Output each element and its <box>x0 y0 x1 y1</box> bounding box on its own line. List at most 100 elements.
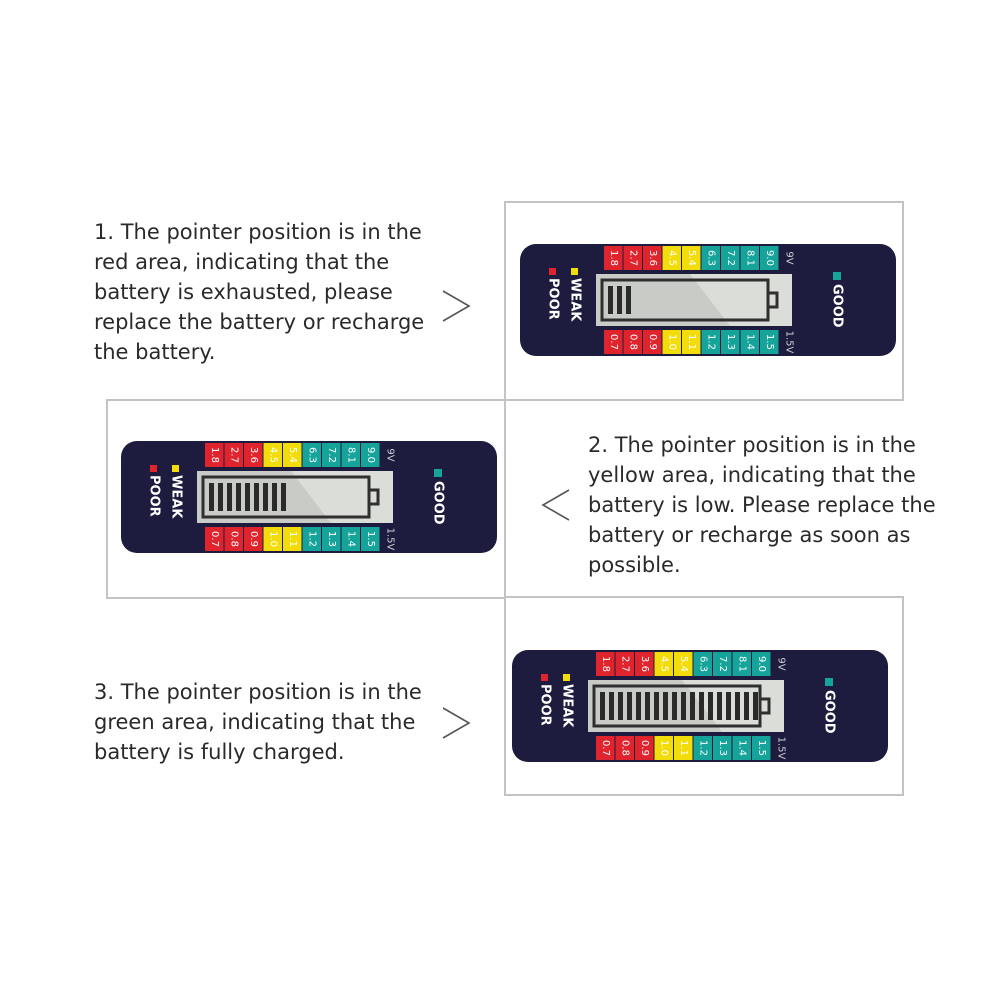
scale-label-bottom: 1.1 <box>686 334 697 350</box>
scale-label-top: 2.7 <box>619 656 630 672</box>
scale-label-bottom: 0.7 <box>608 334 619 350</box>
step-3-line: battery is fully charged. <box>94 740 345 764</box>
charge-bar <box>681 692 686 720</box>
scale-label-top: 1.8 <box>608 250 619 266</box>
scale-cell-bottom <box>341 527 360 551</box>
scale-label-top: 5.4 <box>678 656 689 672</box>
scale-label-top: 1.8 <box>600 656 611 672</box>
scale-cell-top <box>263 443 282 467</box>
charge-bar <box>654 692 659 720</box>
charge-bar <box>663 692 668 720</box>
scale-cell-top <box>244 443 263 467</box>
scale-cell-bottom <box>654 736 673 760</box>
charge-bar <box>218 483 223 511</box>
charge-bar <box>272 483 277 511</box>
weak-label: WEAK <box>568 278 583 322</box>
scale-label-bottom: 1.1 <box>287 531 298 547</box>
step-3-line: green area, indicating that the <box>94 710 416 734</box>
scale-cell-bottom <box>623 330 642 354</box>
scale-label-bottom: 1.3 <box>326 531 337 547</box>
scale-label-top: 8.1 <box>736 656 747 672</box>
scale-cell-bottom <box>263 527 282 551</box>
step-1-line: battery is exhausted, please <box>94 280 393 304</box>
scale-cell-top <box>643 246 662 270</box>
good-label: GOOD <box>431 481 446 525</box>
scale-cell-bottom <box>740 330 759 354</box>
step-2-line: 2. The pointer position is in the <box>588 433 916 457</box>
scale-label-bottom: 1.0 <box>666 334 677 350</box>
scale-label-top: 3.6 <box>647 250 658 266</box>
charge-bar <box>708 692 713 720</box>
scale-cell-top <box>674 652 693 676</box>
scale-cell-top <box>721 246 740 270</box>
charge-bar <box>627 692 632 720</box>
charge-bar <box>744 692 749 720</box>
scale-cell-top <box>693 652 712 676</box>
scale-label-bottom: 1.5 <box>764 334 775 350</box>
scale-label-top: 9V <box>775 657 786 670</box>
poor-legend-swatch <box>549 268 556 275</box>
step-2-line: possible. <box>588 553 681 577</box>
charge-bar <box>699 692 704 720</box>
scale-label-bottom: 0.8 <box>627 334 638 350</box>
scale-cell-top <box>322 443 341 467</box>
scale-cell-bottom <box>244 527 263 551</box>
scale-label-bottom: 1.4 <box>736 740 747 756</box>
weak-legend-swatch <box>571 268 578 275</box>
scale-cell-bottom <box>760 330 779 354</box>
charge-bar <box>209 483 214 511</box>
battery-terminal-icon <box>766 291 779 309</box>
step-2-description: 2. The pointer position is in the yellow… <box>588 430 936 580</box>
weak-label: WEAK <box>560 684 575 728</box>
scale-cell-top <box>732 652 751 676</box>
scale-label-top: 9V <box>783 251 794 264</box>
scale-cell-bottom <box>596 736 615 760</box>
charge-bar <box>617 286 622 314</box>
charge-bar <box>636 692 641 720</box>
scale-cell-top <box>635 652 654 676</box>
step-2-line: yellow area, indicating that the <box>588 463 916 487</box>
scale-label-top: 3.6 <box>248 447 259 463</box>
scale-cell-top <box>283 443 302 467</box>
scale-cell-bottom <box>322 527 341 551</box>
weak-legend-swatch <box>172 465 179 472</box>
charge-bar <box>672 692 677 720</box>
scale-label-bottom: 1.1 <box>678 740 689 756</box>
charge-bar <box>735 692 740 720</box>
scale-label-bottom: 1.2 <box>697 740 708 756</box>
charge-bar <box>600 692 605 720</box>
scale-label-top: 8.1 <box>744 250 755 266</box>
step-1-line: the battery. <box>94 340 216 364</box>
scale-cell-bottom <box>732 736 751 760</box>
step-1-line: replace the battery or recharge <box>94 310 425 334</box>
scale-cell-top <box>302 443 321 467</box>
scale-cell-bottom <box>615 736 634 760</box>
charge-bar <box>281 483 286 511</box>
chevron-right-icon <box>442 707 471 739</box>
scale-cell-bottom <box>283 527 302 551</box>
scale-label-bottom: 1.5 <box>365 531 376 547</box>
scale-cell-bottom <box>674 736 693 760</box>
charge-bar <box>626 286 631 314</box>
charge-bar <box>236 483 241 511</box>
scale-label-top: 6.3 <box>306 447 317 463</box>
scale-label-top: 9.0 <box>764 250 775 266</box>
scale-label-top: 6.3 <box>697 656 708 672</box>
step-1-line: red area, indicating that the <box>94 250 390 274</box>
scale-label-top: 2.7 <box>228 447 239 463</box>
scale-cell-top <box>361 443 380 467</box>
scale-cell-top <box>596 652 615 676</box>
scale-label-top: 8.1 <box>345 447 356 463</box>
scale-cell-bottom <box>361 527 380 551</box>
scale-label-bottom: 1.5V <box>775 737 786 760</box>
scale-label-bottom: 1.5V <box>783 331 794 354</box>
scale-label-bottom: 0.7 <box>209 531 220 547</box>
scale-label-top: 6.3 <box>705 250 716 266</box>
scale-label-bottom: 0.9 <box>647 334 658 350</box>
scale-label-top: 9.0 <box>365 447 376 463</box>
scale-cell-bottom <box>701 330 720 354</box>
